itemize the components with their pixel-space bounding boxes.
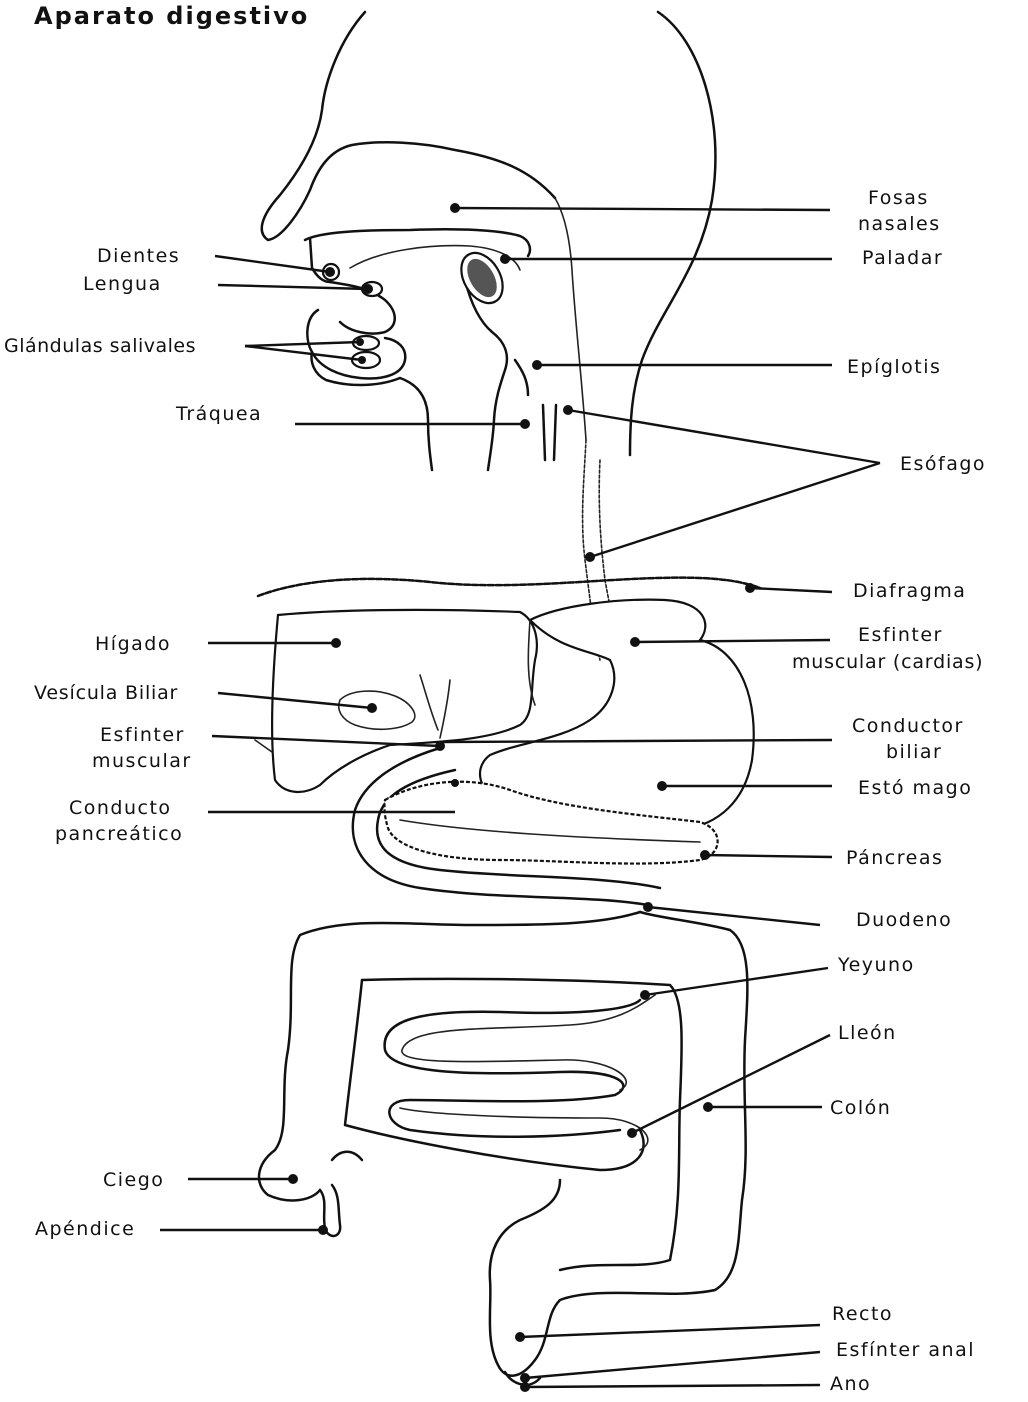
- label-fosas-nasales-1: Fosas: [868, 187, 929, 209]
- label-ciego: Ciego: [103, 1169, 164, 1191]
- label-duodeno: Duodeno: [856, 909, 952, 931]
- label-recto: Recto: [832, 1303, 893, 1325]
- label-ano: Ano: [830, 1373, 871, 1395]
- label-conductor-biliar-2: biliar: [886, 741, 942, 763]
- small-intestine: [345, 979, 682, 1270]
- label-paladar: Paladar: [862, 247, 943, 269]
- label-conducto-pancreatico-1: Conducto: [69, 797, 172, 819]
- diaphragm: [258, 578, 760, 596]
- label-esfinter-muscular-2: muscular: [92, 750, 192, 772]
- label-diafragma: Diafragma: [853, 580, 966, 602]
- label-fosas-nasales-2: nasales: [858, 213, 941, 235]
- label-esfinter-cardias-2: muscular (cardias): [792, 651, 983, 673]
- label-conducto-pancreatico-2: pancreático: [55, 823, 183, 845]
- label-esfinter-cardias-1: Esfinter: [858, 624, 943, 646]
- label-dientes: Dientes: [97, 245, 180, 267]
- label-esfinter-muscular-1: Esfinter: [100, 724, 185, 746]
- label-conductor-biliar-1: Conductor: [852, 715, 964, 737]
- label-vesicula-biliar: Vesícula Biliar: [34, 682, 178, 704]
- label-esfinter-anal: Esfínter anal: [836, 1339, 975, 1361]
- label-pancreas: Páncreas: [846, 847, 943, 869]
- label-epiglotis: Epíglotis: [847, 356, 941, 378]
- label-colon: Colón: [830, 1097, 891, 1119]
- label-glandulas-salivales: Glándulas salivales: [4, 335, 196, 357]
- label-esofago: Esófago: [900, 453, 986, 475]
- head-outline: [262, 12, 716, 470]
- label-higado: Hígado: [95, 633, 171, 655]
- label-traquea: Tráquea: [175, 403, 262, 425]
- label-estomago: Estó mago: [858, 777, 972, 799]
- label-yeyuno: Yeyuno: [837, 954, 915, 976]
- label-ileon: Lleón: [838, 1022, 897, 1044]
- diagram-title: Aparato digestivo: [34, 2, 309, 30]
- label-apendice: Apéndice: [35, 1218, 135, 1240]
- label-lengua: Lengua: [83, 273, 162, 295]
